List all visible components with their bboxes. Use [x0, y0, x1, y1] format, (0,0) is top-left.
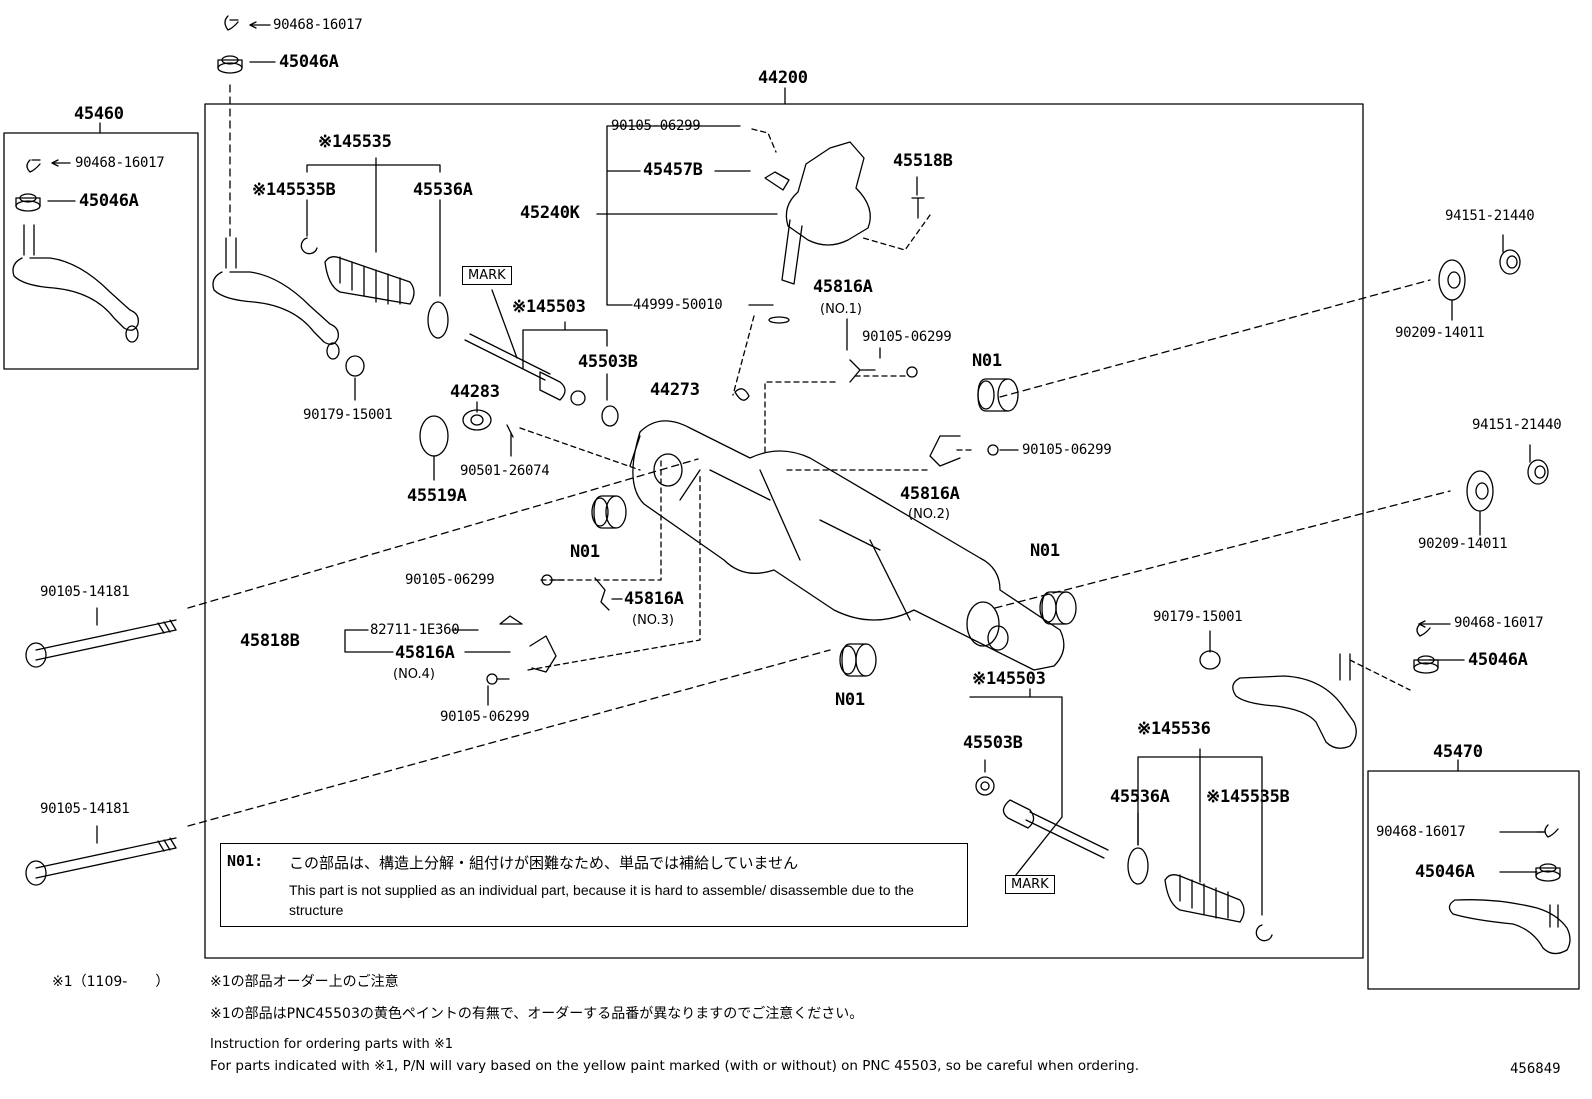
oring-label: 44999-50010 [633, 297, 723, 313]
set-45818b-label: 45818B [240, 631, 300, 651]
boot-set-right-label: ※145536 [1137, 719, 1211, 739]
note-code: N01: [227, 852, 264, 870]
bolt-45518b-label: 45518B [893, 151, 953, 171]
cotter-pin-label-a: 90468-16017 [273, 17, 363, 33]
washer-r2-label: 90209-14011 [1418, 536, 1508, 552]
cotter-pin-label-b: 90468-16017 [75, 155, 165, 171]
bracket-no3-sub: (NO.3) [632, 613, 674, 628]
nut-r2-label: 94151-21440 [1472, 417, 1562, 433]
washer-r1-label: 90209-14011 [1395, 325, 1485, 341]
n01-label-b: N01 [570, 542, 600, 562]
tie-rod-right-label: ※145503 [972, 669, 1046, 689]
bracket-no1-label: 45816A [813, 277, 873, 297]
footer-line4: For parts indicated with ※1, P/N will va… [210, 1058, 1140, 1074]
bushing-icon-a [977, 378, 1019, 412]
tie-rod-end-icon [12, 224, 139, 331]
bolt-no3-label: 90105-06299 [405, 572, 495, 588]
long-bolt-label-a: 90105-14181 [40, 584, 130, 600]
bracket-no4-sub: (NO.4) [393, 667, 435, 682]
n01-label-c: N01 [1030, 541, 1060, 561]
assembly-frame [204, 103, 1364, 959]
tie-rod-nut-left-label: 90179-15001 [303, 407, 393, 423]
tie-rod-left-label: ※145503 [512, 297, 586, 317]
castle-nut-label-a: 45046A [279, 52, 339, 72]
bracket-no2-label: 45816A [900, 484, 960, 504]
cotter-pin-label-d: 90468-16017 [1376, 824, 1466, 840]
bushing-icon-d [839, 643, 877, 677]
clip-right-label: ※145535B [1206, 787, 1290, 807]
n01-label-d: N01 [835, 690, 865, 710]
footer-line2: ※1の部品はPNC45503の黄色ペイントの有無で、オーダーする品番が異なります… [210, 1006, 864, 1022]
footer-line3: Instruction for ordering parts with ※1 [210, 1037, 454, 1052]
clamp-left-label: 45536A [413, 180, 473, 200]
valve-label: 45457B [643, 160, 703, 180]
mark-left-label: MARK [462, 266, 512, 285]
long-bolt-label-b: 90105-14181 [40, 801, 130, 817]
castle-nut-label-d: 45046A [1415, 862, 1475, 882]
right-kit-label: 45470 [1433, 742, 1483, 762]
bolt-no1-label: 90105-06299 [862, 329, 952, 345]
tie-rod-icon [464, 333, 551, 381]
note-english: This part is not supplied as an individu… [289, 882, 914, 918]
castle-nut-label-b: 45046A [79, 191, 139, 211]
footer-line1: ※1の部品オーダー上のご注意 [210, 974, 399, 990]
castle-nut-icon [217, 55, 243, 74]
assembly-label: 44200 [758, 68, 808, 88]
nut-icon-r1 [1499, 249, 1521, 275]
boot-set-left-label: ※145535 [318, 132, 392, 152]
clamp-right-label: 45536A [1110, 787, 1170, 807]
nut-r1-label: 94151-21440 [1445, 208, 1535, 224]
pinion-label: 45240K [520, 203, 580, 223]
castle-nut-label-c: 45046A [1468, 650, 1528, 670]
control-valve-icon [785, 141, 871, 246]
note-japanese: この部品は、構造上分解・組付けが困難なため、単品では補給していません [289, 854, 799, 872]
diagram-number: 456849 [1510, 1061, 1561, 1077]
bracket-no2-sub: (NO.2) [908, 507, 950, 522]
cotter-pin-icon [224, 15, 239, 31]
washer-icon-r2 [1466, 470, 1494, 512]
bracket-no3-label: 45816A [624, 589, 684, 609]
right-kit-frame [1367, 770, 1580, 990]
clip-left-label: ※145535B [252, 180, 336, 200]
left-kit-frame [3, 132, 199, 370]
n01-note-box: N01: この部品は、構造上分解・組付けが困難なため、単品では補給していません … [220, 843, 968, 927]
cotter-pin-label-c: 90468-16017 [1454, 615, 1544, 631]
footer-mark: ※1（1109- ） [52, 974, 170, 990]
nut-icon-r2 [1527, 459, 1549, 485]
n01-label-a: N01 [972, 351, 1002, 371]
long-bolt-icon-b [25, 837, 177, 886]
washer-left-label: 45503B [578, 352, 638, 372]
long-bolt-icon-a [25, 619, 177, 668]
bushing-icon-b [591, 495, 627, 529]
tie-rod-nut-right-label: 90179-15001 [1153, 609, 1243, 625]
seal-label: 45519A [407, 486, 467, 506]
bolt-no2-label: 90105-06299 [1022, 442, 1112, 458]
bolt-no4-label: 90105-06299 [440, 709, 530, 725]
left-kit-label: 45460 [74, 104, 124, 124]
part-82711-label: 82711-1E360 [370, 622, 460, 638]
rack-boot-icon [324, 256, 415, 305]
bolt-top-label: 90105-06299 [611, 118, 701, 134]
washer-icon-r1 [1438, 259, 1466, 301]
washer-right-label: 45503B [963, 733, 1023, 753]
bracket-no4-label: 45816A [395, 643, 455, 663]
bearing-label: 44283 [450, 382, 500, 402]
mark-right-label: MARK [1005, 875, 1055, 894]
oring-44273-label: 44273 [650, 380, 700, 400]
plug-label: 90501-26074 [460, 463, 550, 479]
bushing-icon-c [1039, 591, 1077, 625]
bracket-no1-sub: (NO.1) [820, 302, 862, 317]
rack-housing-icon [632, 420, 1065, 671]
